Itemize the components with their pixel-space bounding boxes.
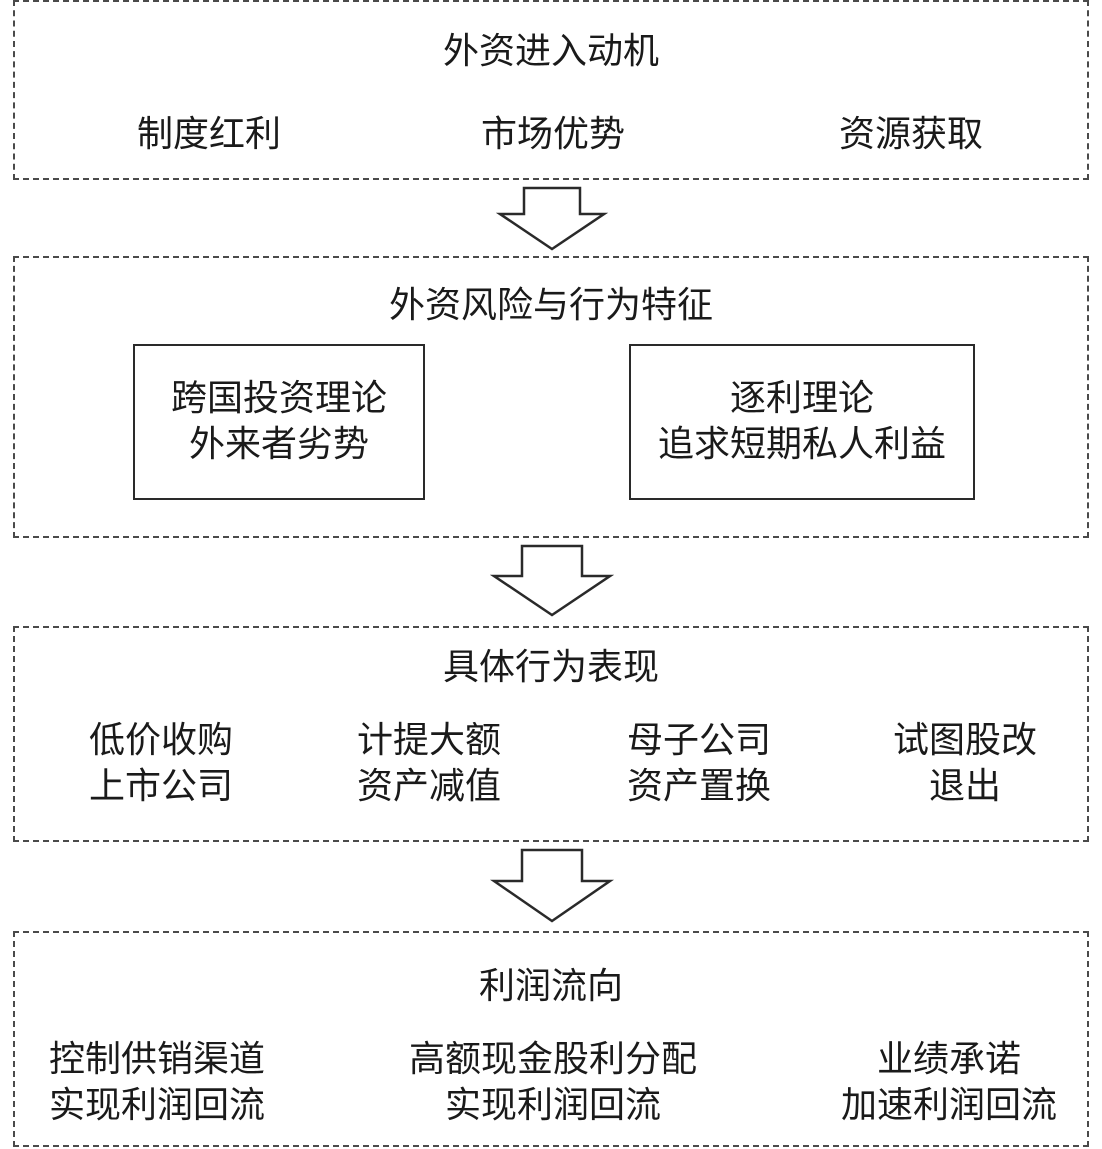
behavior-item-line1: 计提大额: [356, 720, 501, 761]
profit-item-line2: 加速利润回流: [840, 1085, 1057, 1126]
behavior-item-line2: 退出: [928, 766, 1001, 807]
behavior-item-line2: 上市公司: [88, 766, 233, 807]
profit-seeking-theory-box: 逐利理论 追求短期私人利益: [629, 344, 975, 500]
down-arrow-icon: [490, 544, 614, 617]
risk-title: 外资风险与行为特征: [388, 285, 713, 326]
down-arrow-icon: [496, 186, 608, 251]
profit-item-performance: 业绩承诺 加速利润回流: [819, 1037, 1079, 1129]
motivation-section: 外资进入动机 制度红利 市场优势 资源获取: [13, 0, 1089, 180]
behavior-item-line2: 资产减值: [356, 766, 501, 807]
motivation-item-market: 市场优势: [480, 114, 625, 155]
profit-seeking-theory-line1: 逐利理论: [729, 378, 874, 419]
behavior-item-impairment: 计提大额 资产减值: [329, 718, 529, 810]
profit-item-line1: 控制供销渠道: [48, 1039, 265, 1080]
profit-item-line2: 实现利润回流: [48, 1085, 265, 1126]
behavior-item-exit: 试图股改 退出: [865, 718, 1065, 810]
motivation-item-resource: 资源获取: [838, 114, 983, 155]
down-arrow-icon: [490, 848, 614, 923]
risk-section: 外资风险与行为特征 跨国投资理论 外来者劣势 逐利理论 追求短期私人利益: [13, 256, 1089, 538]
profit-title: 利润流向: [478, 966, 623, 1007]
profit-item-line1: 业绩承诺: [876, 1039, 1021, 1080]
behavior-item-line2: 资产置换: [626, 766, 771, 807]
transnational-theory-line2: 外来者劣势: [188, 424, 369, 465]
behavior-item-asset-swap: 母子公司 资产置换: [599, 718, 799, 810]
profit-section: 利润流向 控制供销渠道 实现利润回流 高额现金股利分配 实现利润回流 业绩承诺 …: [13, 931, 1089, 1147]
transnational-theory-box: 跨国投资理论 外来者劣势: [133, 344, 425, 500]
motivation-item-institutional: 制度红利: [136, 114, 281, 155]
profit-seeking-theory-line2: 追求短期私人利益: [657, 424, 946, 465]
behavior-item-line1: 试图股改: [892, 720, 1037, 761]
behavior-section: 具体行为表现 低价收购 上市公司 计提大额 资产减值 母子公司 资产置换 试图股…: [13, 626, 1089, 842]
profit-item-line1: 高额现金股利分配: [408, 1039, 697, 1080]
transnational-theory-line1: 跨国投资理论: [170, 378, 387, 419]
motivation-title: 外资进入动机: [442, 31, 659, 72]
behavior-item-acquisition: 低价收购 上市公司: [61, 718, 261, 810]
behavior-item-line1: 低价收购: [88, 720, 233, 761]
profit-item-dividends: 高额现金股利分配 实现利润回流: [383, 1037, 723, 1129]
profit-item-line2: 实现利润回流: [444, 1085, 661, 1126]
profit-item-channels: 控制供销渠道 实现利润回流: [27, 1037, 287, 1129]
behavior-title: 具体行为表现: [442, 647, 659, 688]
behavior-item-line1: 母子公司: [626, 720, 771, 761]
